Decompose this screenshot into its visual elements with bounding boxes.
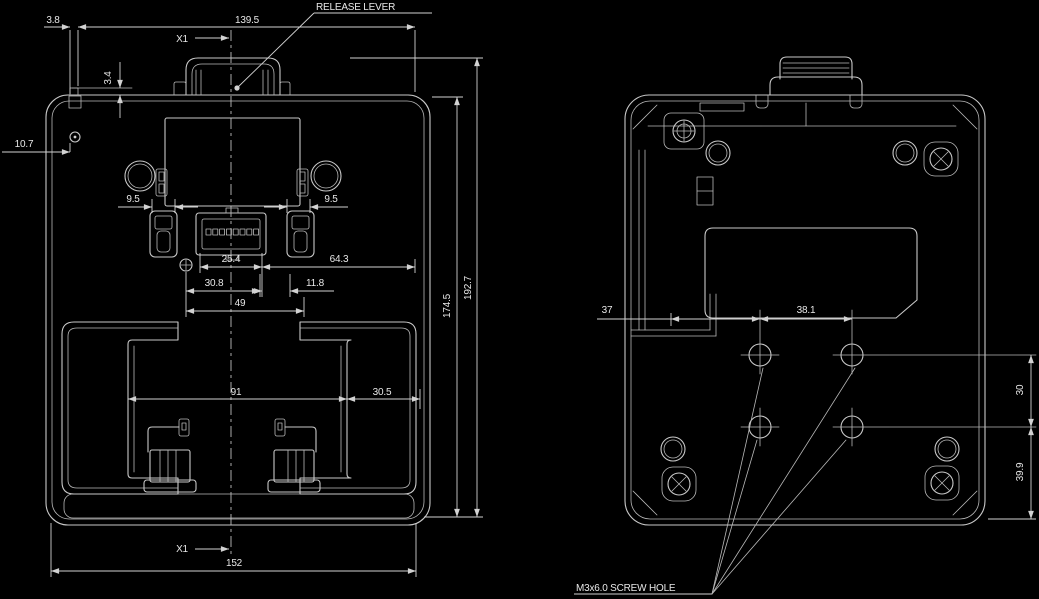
screw-hole-callout: M3x6.0 SCREW HOLE bbox=[574, 367, 856, 595]
dim-base-width: 152 bbox=[226, 558, 243, 569]
release-lever-callout: RELEASE LEVER bbox=[234, 2, 432, 91]
dim-notch-depth: 3.4 bbox=[103, 71, 114, 85]
screw-hole-note: M3x6.0 SCREW HOLE bbox=[576, 583, 676, 594]
screw-bottom-left bbox=[661, 466, 697, 502]
foot-hole-top-left bbox=[705, 140, 731, 166]
dim-center-span: 49 bbox=[235, 298, 246, 309]
bottom-dimensions: 37 38.1 30 39.9 M3x6.0 SCREW HOLE bbox=[574, 305, 1036, 595]
front-view: 3.8 139.5 X1 RELEASE LEVER 3.4 10.7 bbox=[2, 2, 483, 577]
dim-offset-right: 11.8 bbox=[306, 278, 325, 289]
release-lever-label: RELEASE LEVER bbox=[316, 2, 395, 13]
release-lever-grip bbox=[755, 56, 863, 109]
screw-front bbox=[179, 258, 193, 272]
dim-overall-height: 192.7 bbox=[463, 275, 474, 300]
dim-top-width: 139.5 bbox=[235, 15, 260, 26]
foot-hole-top-right bbox=[892, 140, 918, 166]
slot-right bbox=[296, 168, 309, 197]
mount-hole-left bbox=[124, 160, 156, 192]
dim-hole-pitch-v: 30 bbox=[1015, 384, 1026, 395]
latch-bracket-right bbox=[286, 210, 315, 258]
dim-slot-left: 9.5 bbox=[126, 194, 140, 205]
release-lever-tab bbox=[173, 57, 291, 96]
pilot-hole bbox=[69, 131, 81, 143]
screw-top-right bbox=[923, 141, 959, 177]
center-panel bbox=[164, 117, 301, 207]
bottom-view: 37 38.1 30 39.9 M3x6.0 SCREW HOLE bbox=[574, 56, 1037, 595]
foot-hole-bottom-left bbox=[660, 436, 686, 462]
screw-bottom-right bbox=[924, 465, 960, 501]
plate-body-outline bbox=[45, 87, 431, 526]
mount-screw-holes bbox=[740, 309, 1037, 447]
channel-right bbox=[299, 321, 417, 495]
datum-x1-top: X1 bbox=[176, 34, 188, 45]
latch-bracket-left bbox=[149, 210, 178, 258]
dim-hole-pitch-h: 38.1 bbox=[797, 305, 816, 316]
foot-hole-bottom-right bbox=[934, 436, 960, 462]
screw-top-left bbox=[663, 112, 705, 150]
datum-x1-bottom: X1 bbox=[176, 544, 188, 555]
dim-body-height: 174.5 bbox=[442, 293, 453, 318]
dim-notch-width: 3.8 bbox=[46, 15, 60, 26]
lamp-cover bbox=[704, 227, 918, 319]
dim-screw-span: 30.8 bbox=[205, 278, 224, 289]
dim-hole-to-bottom: 39.9 bbox=[1015, 462, 1026, 481]
dim-slot-right: 9.5 bbox=[324, 194, 338, 205]
dim-channel-width: 30.5 bbox=[373, 387, 392, 398]
dim-edge-to-hole: 10.7 bbox=[15, 139, 34, 150]
hook-right bbox=[267, 418, 321, 493]
mount-hole-right bbox=[310, 160, 342, 192]
projector-body-outline bbox=[624, 94, 986, 526]
dim-connector-width: 25.4 bbox=[222, 254, 241, 265]
slot-left bbox=[155, 168, 168, 197]
connector-pins bbox=[205, 228, 260, 236]
dim-channel-span: 91 bbox=[231, 387, 242, 398]
dim-edge-to-hole: 37 bbox=[602, 305, 613, 316]
terminal-connector bbox=[195, 207, 267, 261]
channel-left bbox=[61, 321, 179, 495]
dim-connector-to-edge: 64.3 bbox=[330, 254, 349, 265]
hook-left bbox=[143, 418, 197, 493]
front-dimensions: 3.8 139.5 X1 RELEASE LEVER 3.4 10.7 bbox=[2, 2, 483, 577]
